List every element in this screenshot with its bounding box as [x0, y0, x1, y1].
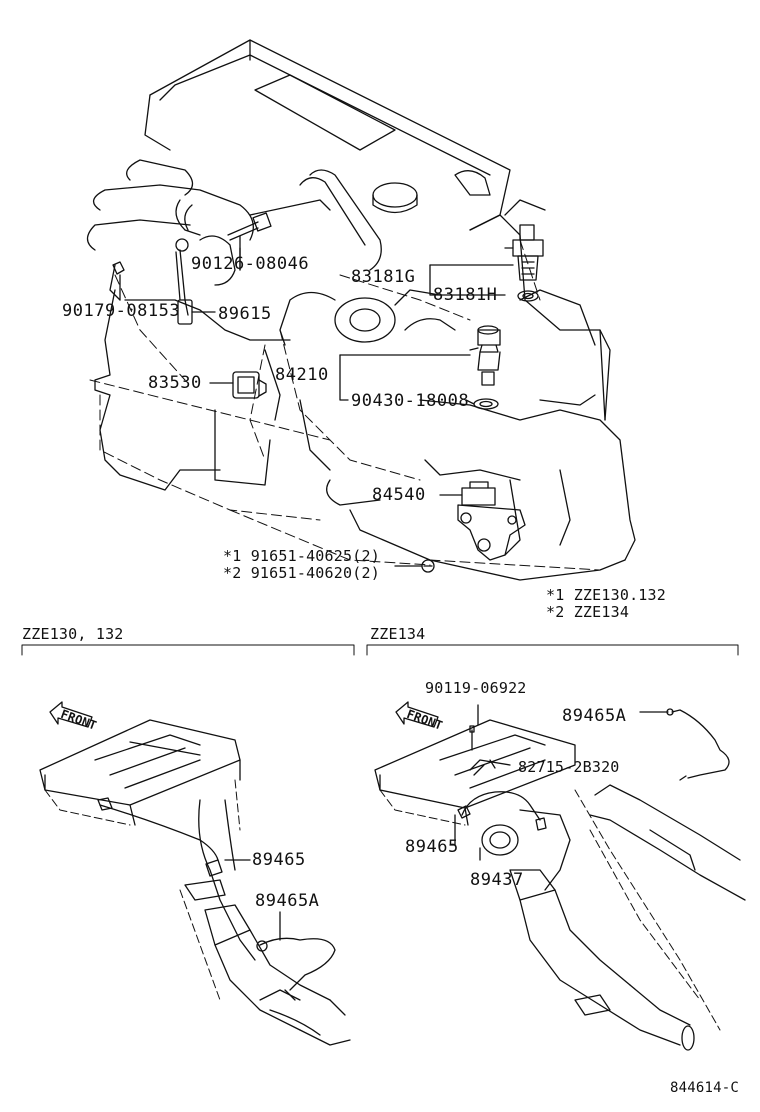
part-number-90119-06922[interactable]: 90119-06922 [425, 679, 527, 697]
part-number-83181G[interactable]: 83181G [351, 267, 416, 287]
part-number-82715-2B320[interactable]: 82715-2B320 [518, 758, 620, 776]
left-manifold-drawing [39, 701, 351, 1046]
bolt-note-line-2[interactable]: *2 91651-40620(2) [223, 564, 380, 582]
bolt-note-line-1[interactable]: *1 91651-40625(2) [223, 547, 380, 565]
engine-block-drawing [86, 39, 636, 581]
section-dividers [21, 644, 739, 656]
model-note-line-1: *1 ZZE130.132 [546, 586, 666, 604]
section-title-zze130-132: ZZE130, 132 [22, 625, 124, 643]
part-number-83181H[interactable]: 83181H [433, 285, 498, 305]
part-number-89615[interactable]: 89615 [218, 304, 272, 324]
switch-83530-drawing [209, 371, 267, 399]
sender-84210-drawing [339, 325, 501, 410]
part-number-89465-left[interactable]: 89465 [252, 850, 306, 870]
part-number-89465-right[interactable]: 89465 [405, 837, 459, 857]
switch-84540-drawing [439, 481, 526, 561]
right-manifold-drawing [374, 701, 746, 1051]
section-title-zze134: ZZE134 [370, 625, 426, 643]
part-number-89437[interactable]: 89437 [470, 870, 524, 890]
bolt-90126-08046-drawing [227, 212, 272, 271]
part-number-90430-18008[interactable]: 90430-18008 [351, 391, 470, 411]
bolt-90179-08153-drawing [112, 261, 125, 301]
bolt-91651-drawing [394, 559, 435, 573]
model-note-line-2: *2 ZZE134 [546, 603, 630, 621]
sensor-83181G-drawing [429, 224, 544, 302]
part-number-90126-08046[interactable]: 90126-08046 [191, 254, 310, 274]
part-number-84540[interactable]: 84540 [372, 485, 426, 505]
part-number-89465A-left[interactable]: 89465A [255, 891, 320, 911]
knock-sensor-89615-drawing [175, 204, 216, 325]
part-number-89465A-right[interactable]: 89465A [562, 706, 627, 726]
part-number-83530[interactable]: 83530 [148, 373, 202, 393]
part-number-84210[interactable]: 84210 [275, 365, 329, 385]
drawing-code: 844614-C [670, 1080, 740, 1096]
part-number-90179-08153[interactable]: 90179-08153 [62, 301, 181, 321]
